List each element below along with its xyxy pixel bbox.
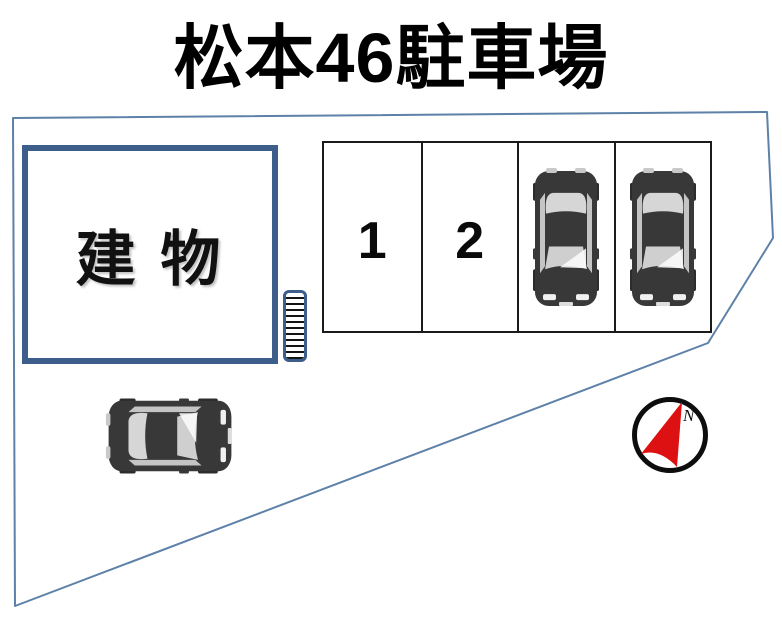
- car-top-view-icon: [533, 167, 599, 310]
- page-title: 松本46駐車場: [173, 18, 609, 97]
- stall-number: 1: [357, 212, 387, 270]
- stairs-icon: [283, 290, 307, 362]
- building-label: 建 物: [75, 226, 225, 293]
- car-top-view-icon: [630, 167, 696, 310]
- north-arrow-icon: [641, 402, 682, 467]
- parking-stalls: 1 2: [322, 141, 712, 333]
- parking-stall-1: 1: [324, 143, 421, 331]
- stall-number: 2: [455, 212, 485, 270]
- compass-north-label: N: [682, 406, 696, 425]
- parking-stall-4: [613, 143, 711, 331]
- building-box: 建 物: [22, 145, 278, 364]
- site-boundary-outline: [12, 111, 774, 607]
- parked-car: [105, 398, 235, 473]
- car-top-view-icon: [105, 398, 235, 473]
- parking-stall-2: 2: [420, 143, 518, 331]
- parking-stall-3: [517, 143, 614, 331]
- compass: N: [632, 397, 708, 473]
